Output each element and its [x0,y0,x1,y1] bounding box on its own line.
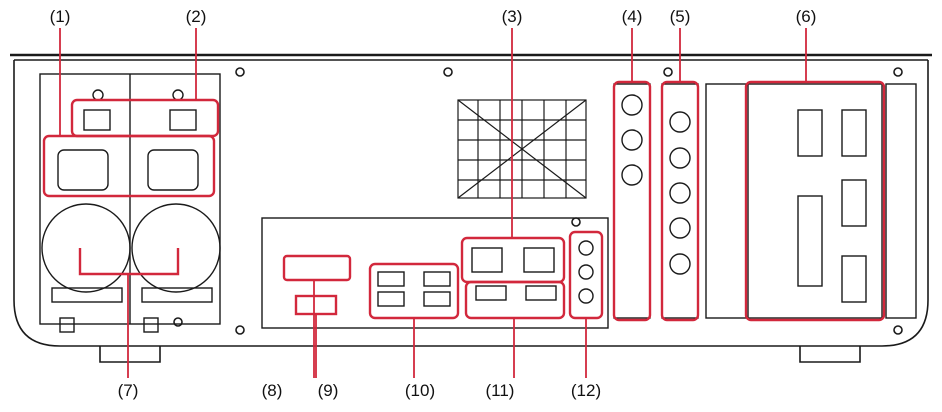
expansion-slots [613,83,917,319]
callout-label-1: (1) [49,7,71,26]
callout-label-11: (11) [485,381,515,400]
callout-label-8: (8) [261,381,283,400]
callout-label-9: (9) [317,381,339,400]
callout-label-4: (4) [621,7,643,26]
callout-label-10: (10) [404,381,436,400]
highlight-3 [460,236,566,284]
highlight-5 [660,80,700,322]
highlight-9 [294,294,338,316]
callout-label-3: (3) [501,7,523,26]
highlight-4 [612,80,652,322]
callout-label-6: (6) [795,7,817,26]
highlight-2 [70,98,220,138]
highlight-boxes [42,80,886,322]
highlight-7 [78,248,180,276]
vent-grille [457,99,587,199]
highlight-11 [464,280,566,320]
io-plate [261,217,609,329]
highlight-8 [282,254,352,282]
chassis [10,53,932,363]
leader-lines [59,28,807,378]
highlight-6 [744,80,886,322]
psu-bays [39,73,221,333]
callout-label-5: (5) [669,7,691,26]
highlight-12 [568,230,604,320]
callout-label-2: (2) [185,7,207,26]
callout-label-12: (12) [570,381,602,400]
callout-label-7: (7) [117,381,139,400]
